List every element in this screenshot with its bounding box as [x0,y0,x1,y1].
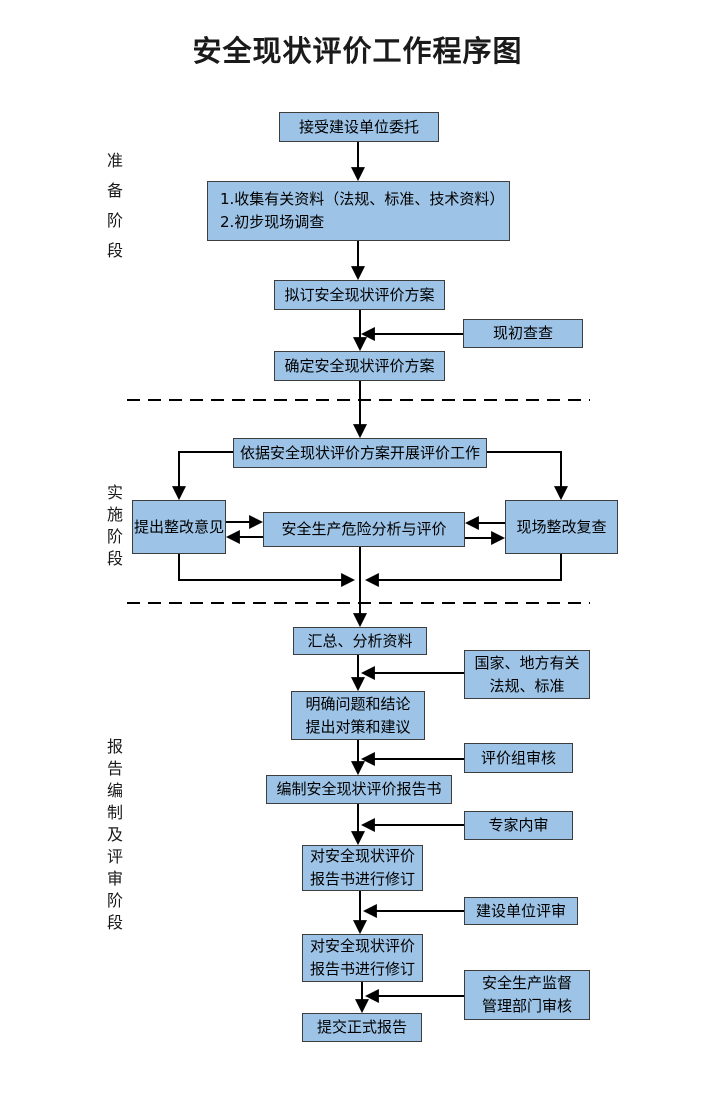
node-revise1-line1: 对安全现状评价 [309,847,415,865]
node-risk-analysis: 安全生产危险分析与评价 [263,512,465,547]
side-node-supervision-authority-review: 安全生产监督 管理部门审核 [464,970,590,1020]
node-collect-info-line2: 2.初步现场调查 [220,213,325,231]
side-regulations-line2: 法规、标准 [489,676,565,695]
node-collect-info-line1: 1.收集有关资料（法规、标准、技术资料） [220,190,505,208]
node-revise1-line2: 报告书进行修订 [309,870,415,888]
node-collect-info: 1.收集有关资料（法规、标准、技术资料） 2.初步现场调查 [207,181,510,241]
node-accept-commission: 接受建设单位委托 [279,112,439,142]
page-title: 安全现状评价工作程序图 [192,34,523,68]
node-confirm-plan: 确定安全现状评价方案 [274,351,445,381]
side-node-expert-internal-review: 专家内审 [464,811,573,840]
node-carry-out-evaluation: 依据安全现状评价方案开展评价工作 [233,438,487,468]
stage-label-preparation: 准备阶段 [104,152,123,272]
side-node-client-review: 建设单位评审 [464,897,578,925]
node-summarize-data: 汇总、分析资料 [293,627,427,655]
side-node-regulations: 国家、地方有关 法规、标准 [464,650,590,699]
node-draft-plan: 拟订安全现状评价方案 [274,280,445,310]
node-revise2-line2: 报告书进行修订 [309,960,415,978]
side-node-initial-site-check: 现初查查 [463,319,583,348]
node-clarify-line1: 明确问题和结论 [305,694,411,713]
connector-rectify-to-spine [178,554,356,587]
connector-recheck-to-spine [364,554,562,587]
node-submit-report: 提交正式报告 [302,1013,422,1042]
stage-label-reporting: 报告编制及评审阶段 [104,738,123,936]
node-clarify-conclusions: 明确问题和结论 提出对策和建议 [291,691,425,740]
side-node-evaluation-group-review: 评价组审核 [464,743,573,773]
node-site-recheck: 现场整改复查 [505,500,618,554]
node-clarify-line2: 提出对策和建议 [305,717,411,736]
side-authority-line1: 安全生产监督 [481,974,572,992]
node-revise2-line1: 对安全现状评价 [309,937,415,955]
side-regulations-line1: 国家、地方有关 [474,653,580,672]
connector-carryout-to-recheck [487,451,568,501]
connector-carryout-to-rectify [172,451,233,501]
stage-label-implementation: 实施阶段 [104,484,123,572]
node-revise-report-1: 对安全现状评价 报告书进行修订 [302,845,423,891]
node-revise-report-2: 对安全现状评价 报告书进行修订 [302,934,423,982]
side-authority-line2: 管理部门审核 [481,997,572,1015]
node-propose-rectification: 提出整改意见 [132,500,226,554]
node-compile-report: 编制安全现状评价报告书 [266,775,452,804]
